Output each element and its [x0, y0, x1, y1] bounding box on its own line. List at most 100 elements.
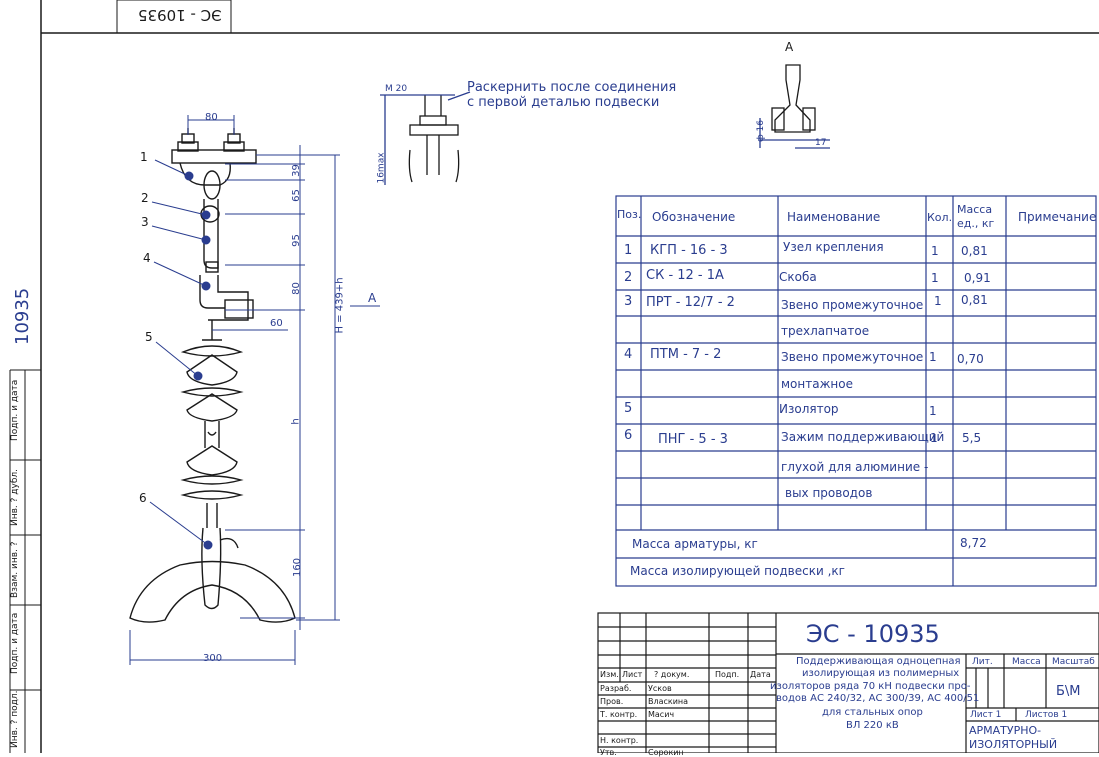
dim-top-width: 80 — [205, 112, 218, 123]
spec-row-6-designation: ПНГ - 5 - 3 — [658, 432, 728, 447]
spec-row-5-name: Изолятор — [779, 402, 839, 416]
spec-table-grid — [615, 195, 1097, 587]
dim-phi16: ф 16 — [756, 119, 767, 143]
inverted-doc-code: ЭС - 10935 — [138, 6, 222, 24]
spec-row-3-name: Звено промежуточное — [781, 298, 924, 312]
spec-header-mass-1: Масса — [957, 203, 993, 216]
spec-row-5-pos: 5 — [624, 401, 633, 416]
spec-row-1-mass: 0,81 — [961, 244, 988, 258]
spec-row-4b-name: монтажное — [781, 377, 853, 391]
dim-95: 95 — [290, 234, 302, 247]
mass-armature-value: 8,72 — [960, 536, 987, 550]
spec-row-1-designation: КГП - 16 - 3 — [650, 243, 728, 258]
title-col-doc: ? докум. — [654, 670, 690, 679]
dim-300: 300 — [203, 653, 223, 664]
dim-80: 80 — [290, 282, 302, 295]
title-name-tkontr: Масич — [648, 710, 675, 719]
spec-row-6-qty: 1 — [930, 431, 938, 445]
mass-suspension-label: Масса изолирующей подвески ,кг — [630, 564, 845, 578]
title-masshtab-label: Масштаб — [1052, 657, 1095, 667]
side-number: 10935 — [12, 287, 33, 345]
title-role-tkontr: Т. контр. — [600, 710, 638, 719]
spec-row-5-qty: 1 — [929, 404, 937, 418]
spec-row-6b-name: глухой для алюминие - — [781, 460, 929, 474]
title-name-prov: Власкина — [648, 697, 689, 706]
spec-row-3b-name: трехлапчатое — [781, 324, 870, 338]
title-sheet: Лист 1 — [970, 710, 1002, 720]
title-scale-value: Б\М — [1056, 684, 1081, 699]
dim-60: 60 — [270, 318, 283, 329]
position-label-1: 1 — [140, 150, 148, 164]
sheet-frame — [9, 0, 1099, 753]
side-label-inv-podl: Инв. ? подл. — [10, 690, 20, 748]
dimension-lines — [129, 115, 380, 665]
spec-header-pos: Поз. — [617, 208, 642, 221]
spec-row-3-designation: ПРТ - 12/7 - 2 — [646, 295, 735, 310]
spec-row-4-qty: 1 — [929, 350, 937, 364]
position-label-6: 6 — [139, 491, 147, 505]
side-label-podp-data-2: Подп. и дата — [10, 612, 20, 674]
spec-row-6-mass: 5,5 — [962, 431, 982, 445]
spec-row-2-designation: СК - 12 - 1А — [646, 268, 724, 283]
dim-160: 160 — [292, 557, 304, 578]
title-role-nkontr: Н. контр. — [600, 736, 639, 745]
spec-header-note: Примечание — [1018, 210, 1097, 224]
spec-header-name: Наименование — [787, 210, 881, 224]
title-role-razrab: Разраб. — [600, 684, 632, 693]
spec-row-2-qty: 1 — [931, 271, 939, 285]
title-col-list: Лист — [622, 670, 643, 679]
spec-row-4-designation: ПТМ - 7 - 2 — [650, 347, 722, 362]
spec-row-6-name: Зажим поддерживающий — [781, 430, 945, 444]
dim-h-total: Н = 439+h — [334, 277, 346, 334]
title-block-grid — [597, 612, 1099, 753]
mass-armature-label: Масса арматуры, кг — [632, 537, 758, 551]
title-name-razrab: Усков — [648, 684, 672, 693]
spec-row-6-pos: 6 — [624, 428, 633, 443]
spec-header-qty: Кол. — [927, 211, 953, 224]
title-lit-label: Лит. — [972, 657, 993, 667]
spec-row-2-name: Скоба — [779, 270, 817, 284]
side-label-inv-dubl: Инв. ? дубл. — [10, 469, 20, 526]
dim-65: 65 — [290, 189, 302, 202]
view-a-detail — [759, 64, 830, 149]
spec-row-1-name: Узел крепления — [783, 240, 884, 254]
title-bottom-1: АРМАТУРНО- — [969, 724, 1042, 737]
spec-row-3-qty: 1 — [934, 294, 942, 308]
title-block-code: ЭС - 10935 — [806, 620, 940, 648]
title-col-podp: Подп. — [715, 670, 740, 679]
dim-m20: М 20 — [385, 84, 408, 94]
dim-17: 17 — [815, 138, 827, 148]
title-col-izm: Изм. — [600, 670, 619, 679]
title-line-6: ВЛ 220 кВ — [846, 720, 899, 731]
dim-h: h — [290, 418, 302, 425]
position-markers — [149, 159, 213, 550]
view-a-label: А — [785, 40, 794, 54]
spec-row-6c-name: вых проводов — [785, 486, 873, 500]
title-role-prov: Пров. — [600, 697, 624, 706]
title-massa-label: Масса — [1012, 657, 1041, 667]
spec-row-4-pos: 4 — [624, 347, 633, 362]
title-line-3: изоляторов ряда 70 кН подвески про- — [770, 681, 971, 692]
position-label-4: 4 — [143, 251, 151, 265]
spec-row-1-pos: 1 — [624, 243, 633, 258]
note-line-1: Раскернить после соединения — [467, 80, 677, 95]
spec-row-4-name: Звено промежуточное — [781, 350, 924, 364]
title-line-5: для стальных опор — [822, 707, 923, 718]
spec-header-mass-2: ед., кг — [957, 217, 995, 230]
dim-39: 39 — [290, 164, 302, 177]
side-label-vzam-inv: Взам. инв. ? — [10, 541, 20, 598]
suspension-assembly — [129, 128, 296, 623]
title-col-data: Дата — [750, 670, 771, 679]
title-sheets: Листов 1 — [1025, 710, 1068, 720]
spec-row-2-mass: 0,91 — [964, 271, 991, 285]
title-line-2: изолирующая из полимерных — [802, 668, 960, 679]
position-label-3: 3 — [141, 215, 149, 229]
dim-len16: 16max — [376, 152, 387, 184]
note-line-2: с первой деталью подвески — [467, 95, 660, 110]
title-line-4: водов АС 240/32, АС 300/39, АС 400/51 — [776, 693, 980, 704]
side-label-podp-data-1: Подп. и дата — [10, 379, 20, 441]
pin-detail — [380, 91, 471, 185]
spec-header-designation: Обозначение — [652, 210, 736, 224]
spec-row-2-pos: 2 — [624, 270, 633, 285]
